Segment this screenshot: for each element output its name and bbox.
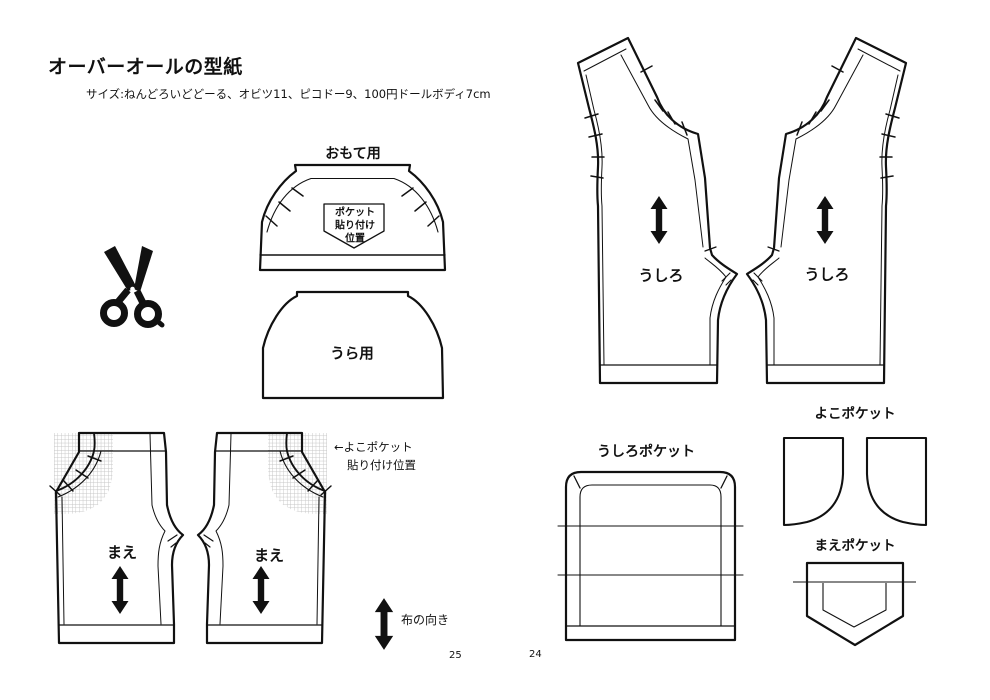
pants-front-left-piece	[50, 433, 183, 643]
left-page-number: 25	[449, 650, 462, 661]
bib-back-shape	[261, 290, 445, 400]
pocket-placement-note-line3: 位置	[345, 233, 365, 245]
pants-back-left-label: うしろ	[638, 266, 684, 285]
side-pocket-label: よこポケット	[814, 406, 896, 422]
bib-front-shape	[258, 163, 447, 272]
pants-front-left-label: まえ	[106, 543, 138, 562]
bib-front-label: おもて用	[325, 146, 381, 162]
pants-back-right-piece	[747, 38, 906, 383]
fabric-direction-label: 布の向き	[401, 613, 450, 627]
pocket-placement-outline	[323, 203, 385, 249]
pants-back-left-piece	[578, 38, 737, 383]
scissors-icon	[100, 246, 165, 328]
side-pocket-position-note-line1: ←よこポケット	[334, 440, 413, 454]
right-page-number: 24	[529, 649, 542, 660]
back-pocket-label: うしろポケット	[597, 444, 695, 460]
bib-back-label: うら用	[330, 346, 374, 363]
fabric-direction-arrow	[374, 598, 394, 650]
pants-front-right-label: まえ	[253, 546, 285, 565]
pants-back-right-label: うしろ	[804, 265, 850, 284]
pants-front-right-piece	[198, 433, 331, 643]
front-pocket-shape	[793, 561, 916, 647]
page-title: オーバーオールの型紙	[48, 56, 243, 78]
front-pocket-label: まえポケット	[814, 538, 896, 554]
side-pocket-position-note-line2: 貼り付け位置	[347, 458, 416, 472]
pocket-placement-note-line1: ポケット	[335, 207, 375, 219]
pocket-placement-note-line2: 貼り付け	[335, 220, 375, 232]
side-pocket-shapes	[782, 436, 928, 527]
back-pocket-shape	[557, 470, 744, 642]
size-subtitle: サイズ:ねんどろいどどーる、オビツ11、ピコドー9、100円ドールボディ7cm	[86, 87, 491, 101]
